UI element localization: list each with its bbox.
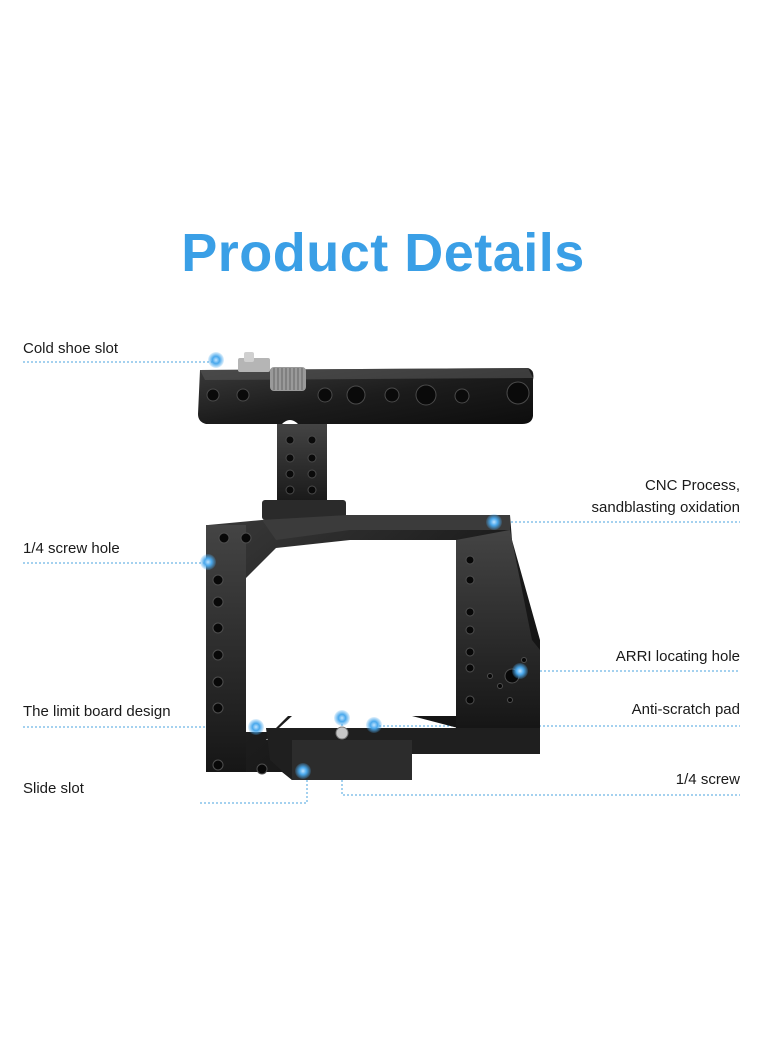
dot-screw-hole <box>200 554 216 570</box>
label-cold-shoe-slot: Cold shoe slot <box>23 340 119 357</box>
dot-limit-board <box>248 719 264 735</box>
label-cnc-process-line1: CNC Process, <box>644 477 740 494</box>
plate-screw <box>335 726 349 740</box>
dot-screw <box>334 710 350 726</box>
label-cnc-process-line2: sandblasting oxidation <box>591 499 740 516</box>
label-cnc-process: CNC Process, sandblasting oxidation <box>592 475 740 519</box>
page-title: Product Details <box>181 223 585 283</box>
label-screw: 1/4 screw <box>675 771 740 788</box>
frame-holes <box>212 532 527 775</box>
top-handle <box>198 352 534 424</box>
leader-lines <box>23 361 740 804</box>
label-anti-scratch: Anti-scratch pad <box>631 701 740 718</box>
dot-cold-shoe <box>208 352 224 368</box>
handle-stem <box>262 424 346 520</box>
highlight-dots <box>200 352 528 779</box>
label-arri-hole: ARRI locating hole <box>615 648 740 665</box>
dot-cnc <box>486 514 502 530</box>
cage-frame <box>206 515 540 780</box>
label-screw-hole: 1/4 screw hole <box>23 540 120 557</box>
dot-arri <box>512 663 528 679</box>
dot-slide-slot <box>295 763 311 779</box>
label-limit-board: The limit board design <box>23 703 171 720</box>
dot-anti-scratch <box>366 717 382 733</box>
label-slide-slot: Slide slot <box>23 780 84 797</box>
